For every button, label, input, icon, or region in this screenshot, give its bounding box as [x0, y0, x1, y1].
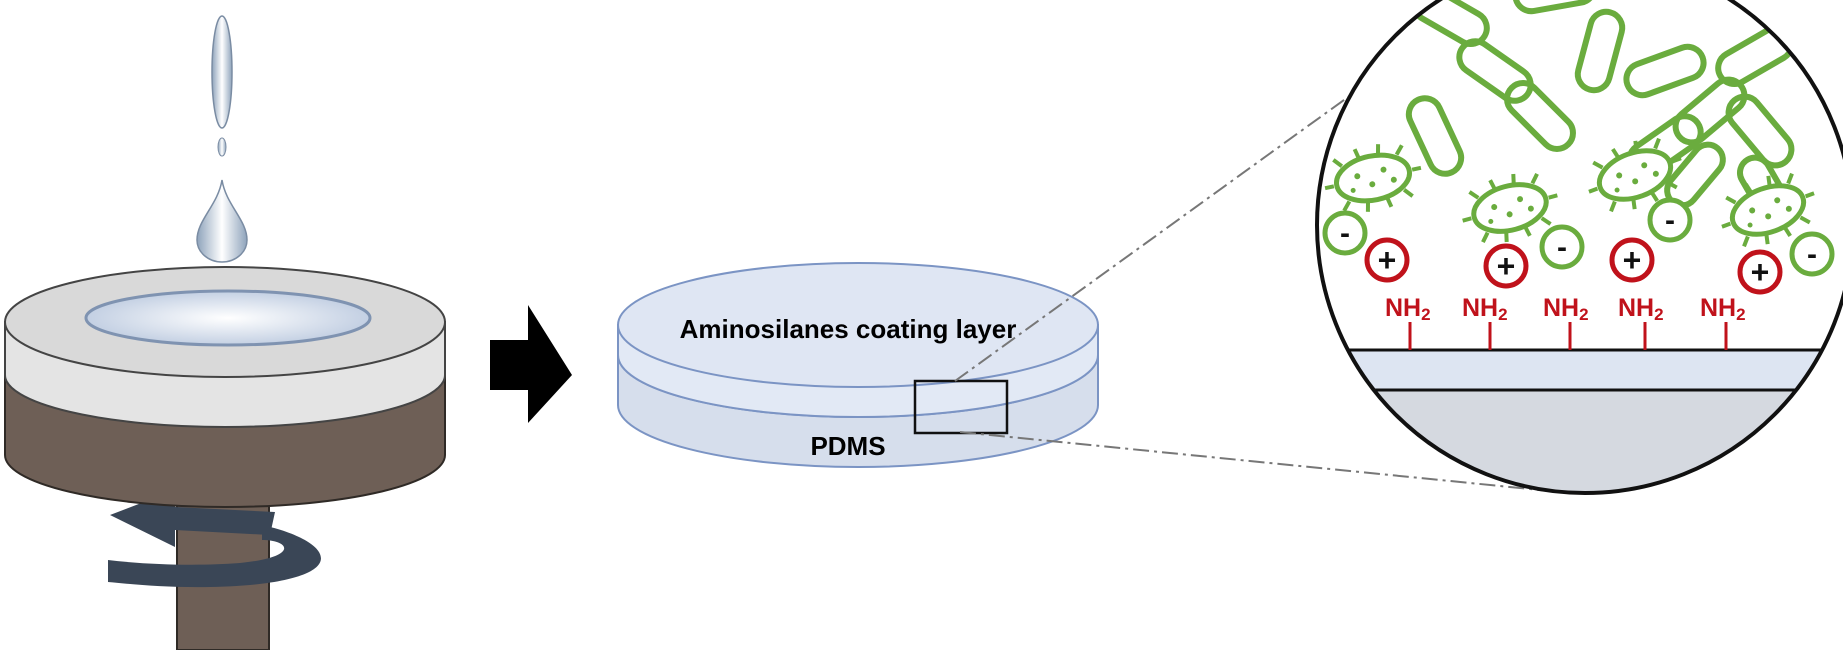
positive-charge: +	[1609, 237, 1655, 283]
spiky-bacteria	[1324, 137, 1815, 248]
rod-bacterium	[1504, 80, 1576, 152]
positive-charge: +	[1483, 243, 1529, 289]
svg-text:+: +	[1497, 248, 1516, 284]
bacterium-icon	[1324, 144, 1422, 212]
rod-bacterium	[1574, 8, 1626, 94]
bacterium-icon	[1588, 137, 1682, 213]
positive-charge: +	[1364, 237, 1410, 283]
zoom-circle-outline	[1315, 0, 1843, 495]
svg-text:NH2: NH2	[1385, 294, 1431, 324]
droplet-elongated	[211, 15, 233, 129]
amine-group: NH2	[1462, 294, 1508, 350]
svg-text:+: +	[1378, 242, 1397, 278]
rod-bacterium	[1725, 93, 1795, 169]
amine-group: NH2	[1543, 294, 1589, 350]
bacterium-icon	[1462, 172, 1558, 244]
amine-groups: NH2 NH2 NH2 NH2 NH2	[1385, 294, 1746, 350]
liquid-pool	[84, 289, 372, 347]
svg-text:NH2: NH2	[1462, 294, 1508, 324]
zoom-line-bottom	[959, 431, 1561, 493]
spin-coater	[4, 266, 446, 650]
falling-droplets	[196, 15, 248, 263]
rod-bacterium	[1405, 95, 1465, 177]
pdms-label: PDMS	[810, 431, 885, 461]
negative-charge: -	[1539, 224, 1585, 270]
rod-bacterium	[1623, 43, 1707, 99]
droplet-small	[217, 137, 227, 157]
svg-text:NH2: NH2	[1618, 294, 1664, 324]
zoom-connector-lines	[954, 91, 1561, 493]
svg-text:-: -	[1340, 217, 1350, 250]
svg-text:NH2: NH2	[1543, 294, 1589, 324]
rotation-arrow-icon	[108, 525, 321, 588]
negative-charge: -	[1789, 231, 1835, 277]
bacterium-icon	[1721, 172, 1815, 248]
right-arrow-icon	[490, 305, 572, 423]
svg-text:-: -	[1665, 204, 1675, 237]
rod-bacterium	[1410, 0, 1490, 47]
svg-text:+: +	[1751, 254, 1770, 290]
coated-pdms-disk	[617, 262, 1099, 468]
svg-text:+: +	[1623, 242, 1642, 278]
rod-bacterium	[1456, 38, 1534, 104]
coating-layer-top	[617, 262, 1099, 388]
amine-group: NH2	[1700, 294, 1746, 350]
zoom-line-top	[954, 91, 1356, 382]
water-drop-icon	[196, 179, 248, 263]
negative-charge: -	[1647, 197, 1693, 243]
coating-layer-band	[1317, 350, 1843, 390]
rod-bacterium	[1512, 0, 1598, 15]
positive-charges: + + + +	[1364, 237, 1783, 295]
svg-text:-: -	[1807, 238, 1817, 271]
zoom-circle: - - - - +	[1315, 0, 1843, 495]
positive-charge: +	[1737, 249, 1783, 295]
amine-group: NH2	[1618, 294, 1664, 350]
svg-text:-: -	[1557, 231, 1567, 264]
negative-charges: - - - -	[1322, 197, 1835, 277]
coating-layer-label: Aminosilanes coating layer	[680, 314, 1017, 344]
svg-text:NH2: NH2	[1700, 294, 1746, 324]
amine-group: NH2	[1385, 294, 1431, 350]
negative-charge: -	[1322, 210, 1368, 256]
